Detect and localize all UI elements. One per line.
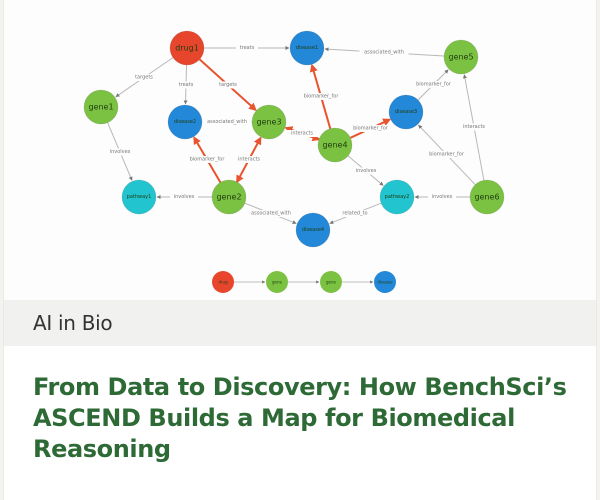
graph-node-disease1: disease1 — [289, 30, 325, 66]
edge-label: associated_with — [364, 50, 404, 56]
edge-label: related_to — [342, 211, 367, 217]
graph-node-disease4: disease4 — [295, 212, 331, 248]
graph-edge-disease3-gene5: biomarker_for — [412, 69, 455, 101]
edge-label: treats — [240, 45, 255, 51]
edge-label: involves — [432, 194, 453, 200]
graph-node-pathway2: pathway2 — [379, 179, 415, 215]
edge-label: involves — [356, 168, 377, 174]
legend-node-disease: disease — [374, 271, 396, 293]
svg-text:gene1: gene1 — [88, 103, 113, 112]
svg-text:gene2: gene2 — [216, 193, 241, 202]
edge-label: biomarker_for — [353, 126, 389, 132]
svg-text:gene: gene — [272, 280, 283, 285]
graph-edge-drug1-disease1: treats — [204, 44, 290, 52]
graph-edge-gene2-disease2: biomarker_for — [185, 136, 229, 183]
svg-text:drug: drug — [218, 280, 228, 285]
edge-label: interacts — [238, 157, 260, 163]
svg-text:pathway1: pathway1 — [127, 194, 152, 200]
edge-label: biomarker_for — [429, 152, 465, 158]
graph-edge-gene6-gene5: interacts — [458, 74, 490, 181]
svg-text:disease: disease — [377, 280, 393, 285]
knowledge-graph-figure: treats targets treats targets associated_wit… — [4, 0, 596, 300]
article-title[interactable]: From Data to Discovery: How BenchSci’s A… — [33, 373, 567, 463]
graph-edge-drug1-gene3: targets — [198, 58, 257, 112]
svg-text:disease2: disease2 — [174, 119, 196, 125]
graph-edge-gene4-gene3: interacts — [284, 126, 321, 142]
graph-edge-pathway2-disease4: related_to — [329, 202, 382, 224]
svg-text:gene3: gene3 — [256, 118, 281, 127]
graph-edge-gene1-pathway1: involves — [106, 122, 134, 181]
graph-node-drug1: drug1 — [169, 30, 205, 66]
graph-edge-gene4-disease1: biomarker_for — [299, 63, 343, 129]
graph-edge-gene2-disease4: associated_with — [244, 202, 297, 224]
graph-node-disease2: disease2 — [167, 104, 203, 140]
edge-label: biomarker_for — [416, 82, 452, 88]
graph-legend: drug gene gene disease — [212, 271, 396, 293]
graph-node-disease3: disease3 — [388, 94, 424, 130]
edge-label: involves — [110, 149, 131, 155]
edge-label: associated_with — [207, 119, 247, 125]
edge-label: targets — [135, 75, 153, 81]
svg-text:disease4: disease4 — [302, 227, 324, 233]
graph-node-gene4: gene4 — [317, 127, 353, 163]
svg-text:drug1: drug1 — [175, 44, 199, 53]
edge-label: biomarker_for — [304, 94, 340, 100]
graph-node-gene2: gene2 — [211, 179, 247, 215]
legend-node-gene: gene — [266, 271, 288, 293]
knowledge-graph: treats targets treats targets associated_wit… — [83, 30, 505, 293]
svg-text:gene5: gene5 — [448, 53, 473, 62]
graph-edge-gene6-disease3: biomarker_for — [418, 124, 476, 186]
graph-edge-drug1-disease2: treats — [175, 64, 197, 105]
graph-edge-gene2-gene3: interacts — [233, 136, 265, 184]
edge-label: treats — [179, 82, 194, 88]
svg-text:gene6: gene6 — [474, 193, 499, 202]
svg-text:pathway2: pathway2 — [385, 194, 410, 200]
graph-edge-gene4-disease3: biomarker_for — [349, 118, 392, 139]
graph-edge-gene2-pathway1: involves — [156, 193, 212, 201]
category-label[interactable]: AI in Bio — [33, 311, 113, 335]
graph-edge-gene4-pathway2: involves — [347, 155, 384, 186]
graph-node-gene6: gene6 — [469, 179, 505, 215]
graph-edges: treats targets treats targets associated_wit… — [106, 44, 490, 224]
graph-node-pathway1: pathway1 — [121, 179, 157, 215]
edge-label: biomarker_for — [190, 157, 226, 163]
article-card[interactable]: treats targets treats targets associated_wit… — [3, 0, 597, 500]
category-bar: AI in Bio — [4, 300, 596, 346]
graph-edge-gene3-disease2: associated_with — [202, 118, 252, 126]
svg-text:disease3: disease3 — [395, 109, 417, 115]
graph-edge-gene5-disease1: associated_with — [324, 47, 445, 57]
edge-label: targets — [219, 82, 237, 88]
graph-node-gene5: gene5 — [443, 39, 479, 75]
graph-nodes: drug1 disease1 gene5 gene1 disease2 gene3 dise… — [83, 30, 505, 248]
legend-node-gene: gene — [320, 271, 342, 293]
edge-label: associated_with — [251, 211, 291, 217]
graph-node-gene3: gene3 — [251, 104, 287, 140]
edge-label: interacts — [463, 124, 485, 130]
svg-text:disease1: disease1 — [296, 45, 318, 51]
edge-label: interacts — [291, 131, 313, 137]
legend-node-drug: drug — [212, 271, 234, 293]
graph-edge-gene6-pathway2: involves — [414, 193, 470, 201]
graph-node-gene1: gene1 — [83, 89, 119, 125]
edge-label: involves — [174, 194, 195, 200]
svg-text:gene4: gene4 — [322, 141, 347, 150]
svg-text:gene: gene — [326, 280, 337, 285]
graph-edge-drug1-gene1: targets — [115, 57, 174, 98]
